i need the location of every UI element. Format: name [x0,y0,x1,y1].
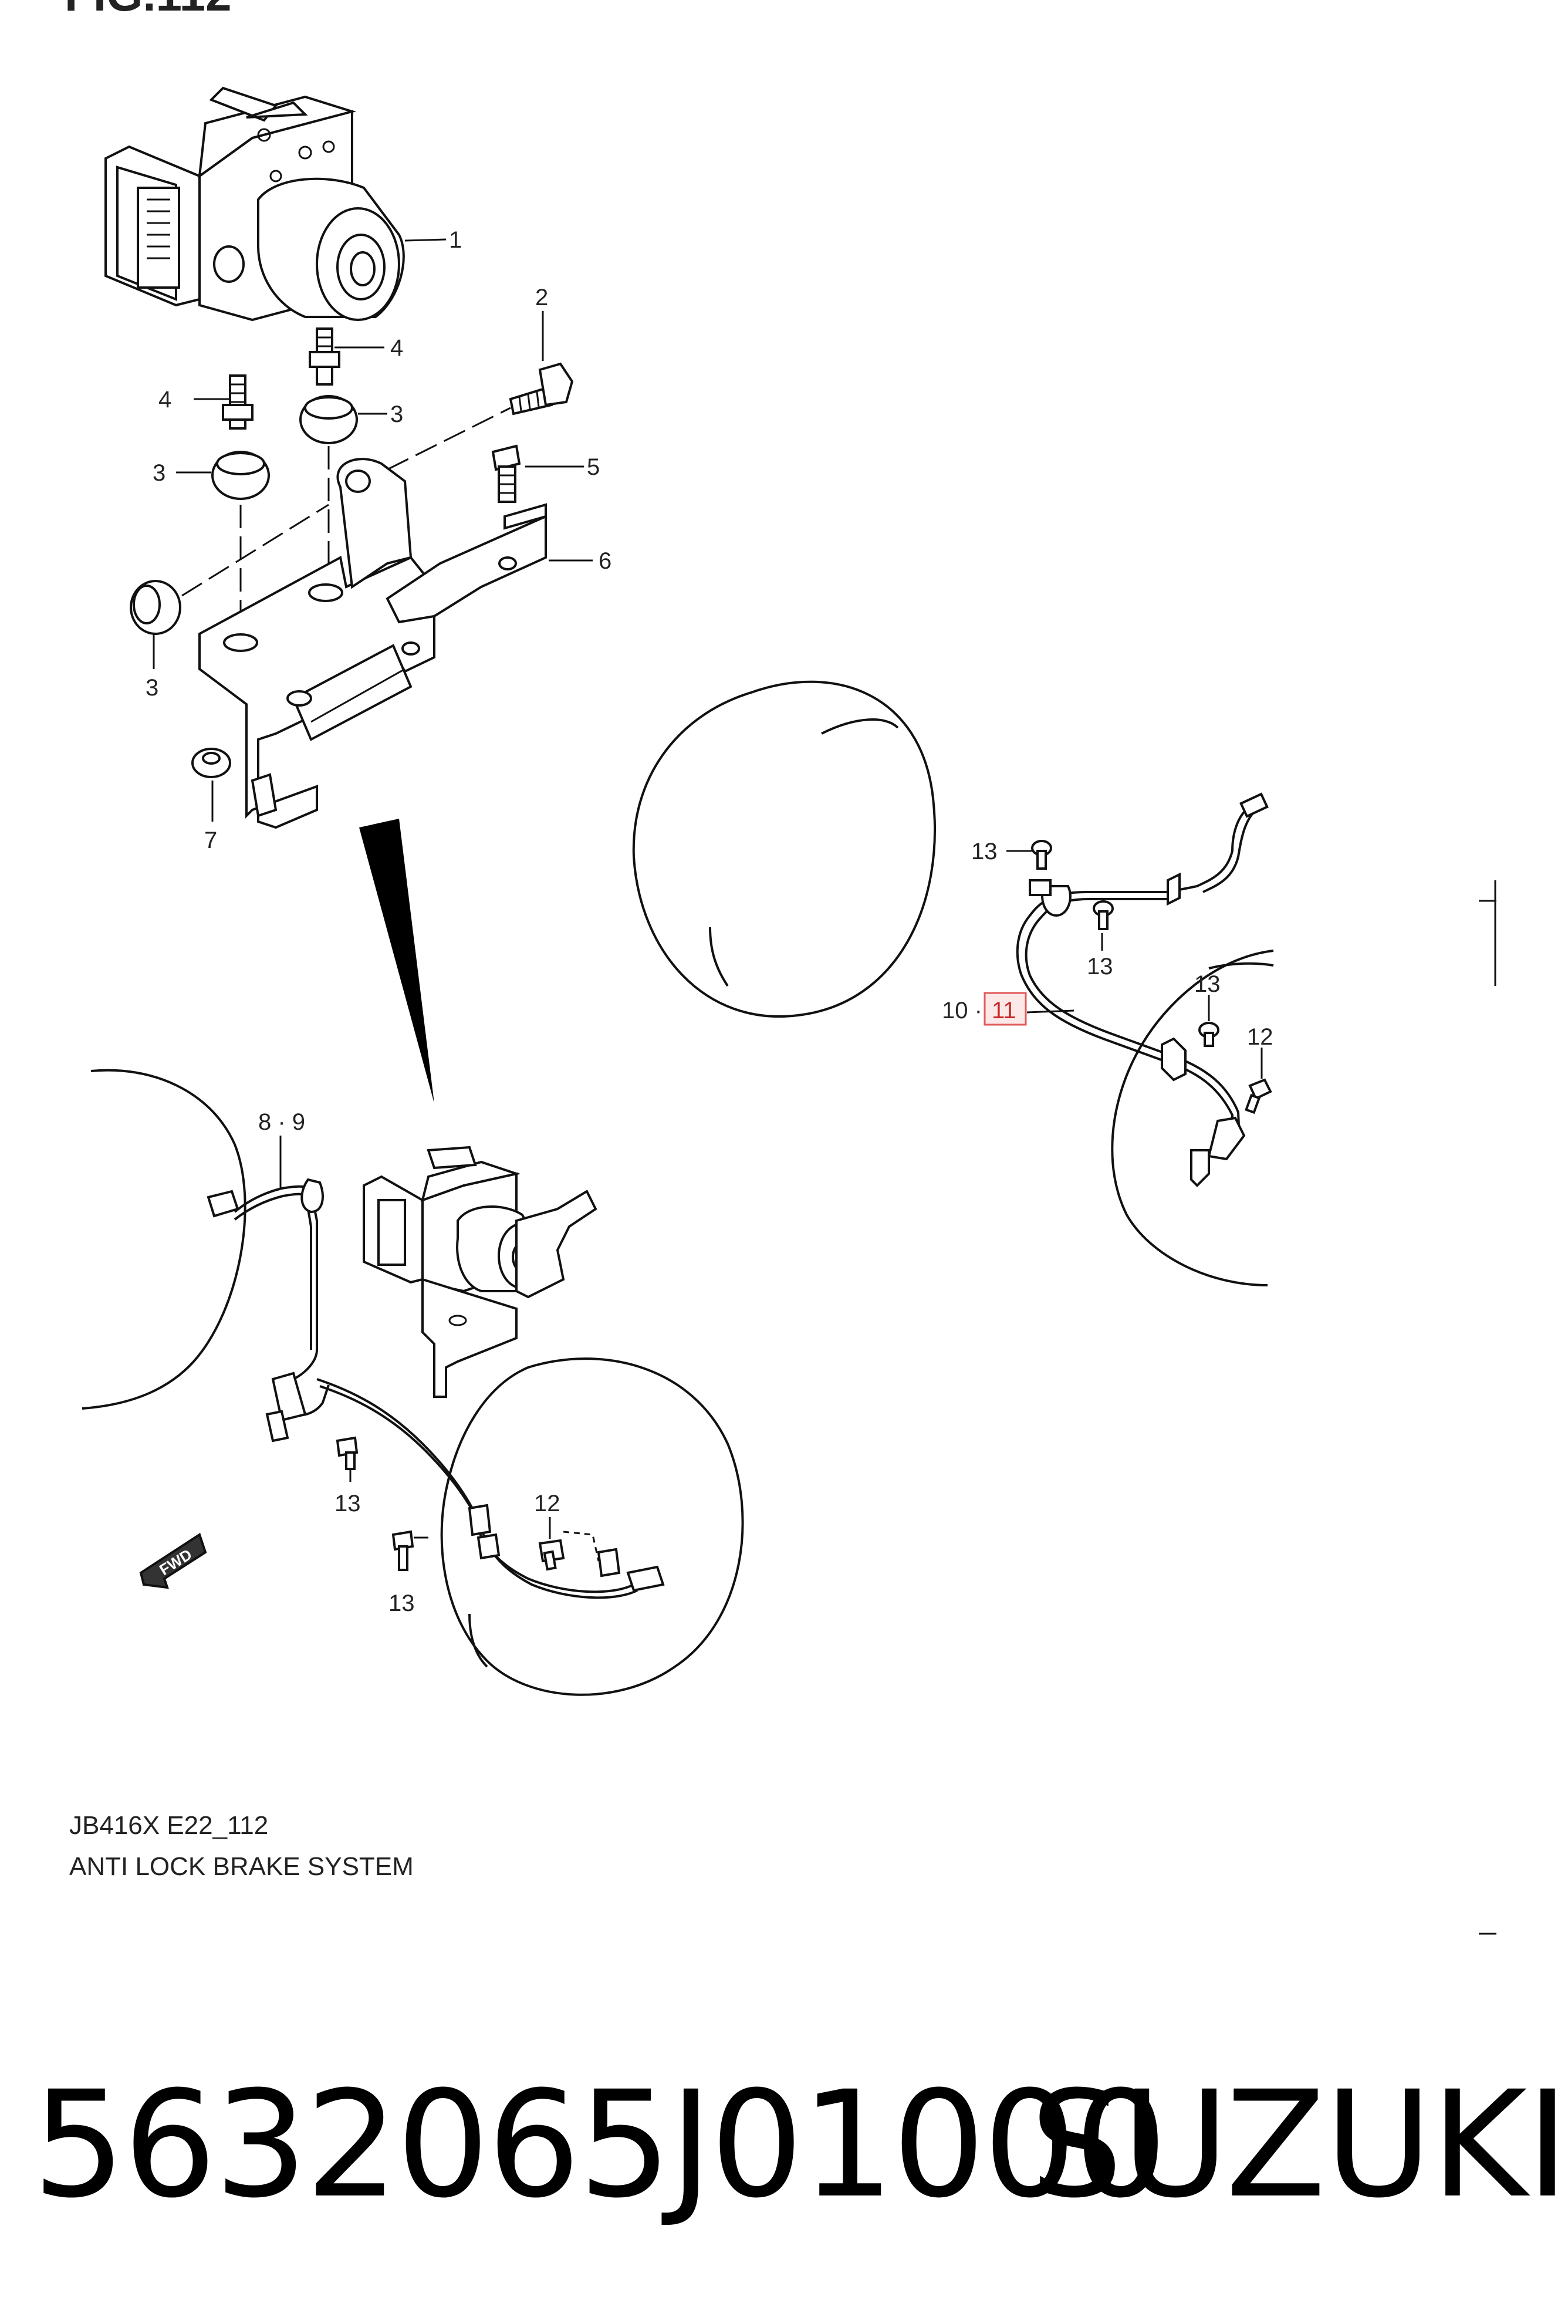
diagram-title: ANTI LOCK BRAKE SYSTEM [69,1852,414,1881]
grommet-right [299,395,358,444]
grommet-left [211,451,270,500]
callout-13-right-b: 13 [1087,954,1113,979]
highlight-box-11 [984,992,1027,1026]
bolt-part-6 [491,444,521,503]
callout-5: 6 [599,548,611,574]
sensor-harness-right [1016,792,1269,1187]
stud-bolt-right [309,327,340,386]
part-number: 5632065J01000 [32,2059,1167,2230]
pointer-wedge [359,819,434,1103]
bolt-13-right-c [1198,1022,1219,1047]
fwd-arrow: FWD [139,1532,207,1589]
callout-13-left-a: 13 [334,1491,361,1516]
callout-13-left-b: 13 [388,1590,415,1616]
diagram-code: JB416X E22_112 [69,1811,268,1840]
grommet-lower [130,580,181,635]
callout-8-9: 8 · 9 [258,1109,305,1135]
product-info-strip [0,1937,1496,2324]
wheel-lower-right [1111,950,1274,1286]
nut-part-7 [191,748,231,778]
callout-12-right: 12 [1247,1024,1273,1050]
bolt-13-right-a [1031,840,1052,870]
abs-unit-assembly-small [363,1146,597,1398]
bolt-12-right [1245,1078,1272,1114]
callout-13-right-a: 13 [971,839,998,864]
wheel-upper-right [632,680,936,1018]
wheel-rear [440,1357,744,1696]
callout-12-left: 12 [534,1491,560,1516]
stud-bolt-left [222,374,254,430]
callout-3-right: 3 [390,401,403,427]
abs-hydraulic-unit-top [104,86,405,322]
callout-2: 2 [535,285,548,310]
sensor-harness-left [207,1178,665,1599]
bolt-part-2 [509,362,574,416]
bolt-13-left-b [391,1530,414,1571]
callout-4-left: 4 [158,387,171,413]
callout-6: 5 [587,454,600,480]
callout-3-lower: 3 [146,675,158,701]
callout-13-right-c: 13 [1194,971,1221,997]
callout-1: 1 [449,227,462,253]
callout-4-right: 4 [390,335,403,361]
callout-11: 11 [992,998,1016,1023]
exploded-parts-diagram: FIG.112 1 4 4 [65,0,1496,1935]
bolt-12-left [538,1539,565,1571]
figure-header: FIG.112 [65,0,232,21]
bolt-13-left-a [336,1436,359,1470]
callout-7: 7 [204,827,217,853]
callout-10: 10 · [942,998,982,1023]
callout-3-left: 3 [153,460,165,486]
bracket-part-5 [198,458,547,829]
wheel-left [82,1069,246,1410]
bolt-13-right-b [1093,900,1114,930]
brand-name: SUZUKI [1030,2059,1568,2230]
